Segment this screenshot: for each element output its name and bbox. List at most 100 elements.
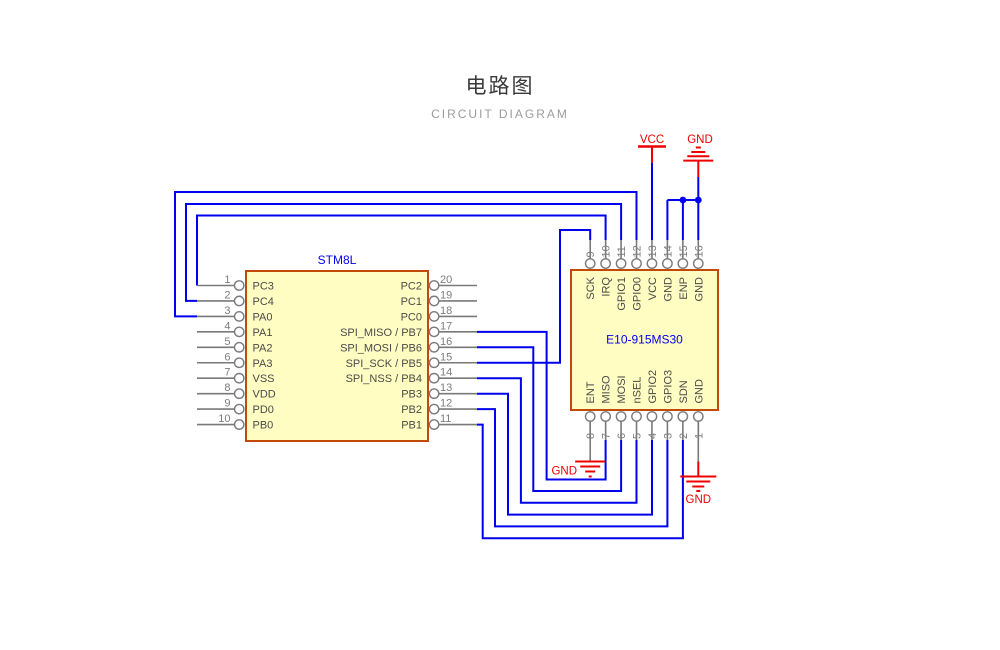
stm8l-pin-circle <box>233 326 245 338</box>
e10-pin-circle <box>631 258 642 269</box>
e10-pin-circle <box>662 258 673 269</box>
stm8l-pin-label: PA3 <box>253 358 273 370</box>
stm8l-pin-circle <box>233 280 245 291</box>
stm8l-pin-number: 20 <box>440 274 452 286</box>
stm8l-pin-circle <box>428 388 440 400</box>
stm8l-pin-number: 1 <box>224 274 230 286</box>
e10-pin-number: 11 <box>616 246 628 257</box>
wire <box>477 392 653 516</box>
stm8l-pin-label: PB2 <box>401 404 422 416</box>
wire <box>477 330 607 481</box>
e10-pin-number: 7 <box>601 433 613 439</box>
stm8l-pin-circle <box>233 403 245 415</box>
stm8l-pin-label: VSS <box>253 373 275 385</box>
stm8l-pin-label: PC4 <box>253 296 274 308</box>
stm8l-pin-circle <box>428 341 440 353</box>
stm8l-pin-circle <box>233 388 245 400</box>
e10-pin-circle <box>662 411 673 422</box>
e10-pin-label: GND <box>662 277 674 302</box>
e10-pin-circle <box>600 258 612 269</box>
stm8l-pin-label: SPI_NSS / PB4 <box>346 373 422 385</box>
e10-pin-number: 6 <box>616 433 628 439</box>
e10-pin-label: GPIO2 <box>647 370 659 404</box>
e10-pin-circle <box>646 258 658 269</box>
e10-pin-number: 5 <box>632 433 644 439</box>
stm8l-pin-number: 10 <box>218 413 230 425</box>
e10-pin-label: SDN <box>678 380 690 403</box>
e10-pin-number: 12 <box>632 245 644 257</box>
e10-pin-label: GPIO1 <box>616 277 628 311</box>
stm8l-pin-number: 2 <box>224 289 230 301</box>
e10-pin-number: 2 <box>678 433 690 439</box>
stm8l-pin-number: 19 <box>440 289 452 301</box>
e10-pin-circle <box>646 411 658 422</box>
e10-body <box>570 269 719 411</box>
stm8l-pin-number: 16 <box>440 336 452 348</box>
e10-pin-circle <box>615 411 627 422</box>
stm8l-pin-number: 11 <box>440 413 451 425</box>
stm8l-pin-label: PC1 <box>401 296 422 308</box>
stm8l-pin-circle <box>233 357 245 369</box>
stm8l-pin-label: VDD <box>253 389 276 401</box>
stm8l-pin-label: SPI_MISO / PB7 <box>340 327 422 339</box>
gnd-label-mid: GND <box>551 466 577 478</box>
e10-pin-number: 4 <box>647 433 659 439</box>
stm8l-pin-number: 7 <box>224 367 230 379</box>
e10-pin-label: ENT <box>585 381 597 403</box>
e10-pin-circle <box>677 258 689 269</box>
stm8l-pin-label: PD0 <box>253 404 274 416</box>
e10-pin-label: ENP <box>678 277 690 300</box>
e10-pin-number: 15 <box>678 245 690 257</box>
junction-dot <box>694 196 702 204</box>
e10-pin-number: 8 <box>585 433 597 439</box>
stm8l-pin-number: 6 <box>224 351 230 363</box>
e10-pin-label: GPIO0 <box>632 277 644 311</box>
stm8l-pin-label: PC3 <box>253 281 274 293</box>
wire <box>477 377 638 504</box>
e10-pin-label: MISO <box>601 375 613 404</box>
e10-pin-circle <box>692 411 704 422</box>
e10-pin-circle <box>600 411 612 422</box>
junction-dot <box>679 196 687 204</box>
stm8l-pin-number: 18 <box>440 305 452 317</box>
e10-pin-label: GND <box>693 379 705 404</box>
e10-pin-circle <box>584 258 596 269</box>
stm8l-pin-label: SPI_MOSI / PB6 <box>340 342 422 354</box>
wire <box>174 191 638 318</box>
stm8l-pin-number: 13 <box>440 382 452 394</box>
stm8l-pin-number: 15 <box>440 351 452 363</box>
wire <box>185 203 623 302</box>
stm8l-pin-circle <box>233 310 245 322</box>
e10-pin-number: 1 <box>693 433 705 439</box>
stm8l-pin-number: 5 <box>224 336 230 348</box>
e10-pin-number: 10 <box>601 245 613 257</box>
e10-pin-number: 9 <box>585 251 597 257</box>
stm8l-pin-circle <box>428 419 440 430</box>
e10-pin-label: GND <box>693 277 705 302</box>
stm8l-pin-circle <box>428 295 440 307</box>
stm8l-pin-circle <box>233 372 245 384</box>
e10-pin-circle <box>615 258 627 269</box>
stm8l-pin-circle <box>428 357 440 369</box>
stm8l-pin-number: 12 <box>440 398 452 410</box>
e10-title: E10-915MS30 <box>606 333 683 347</box>
stm8l-pin-label: PA2 <box>253 342 273 354</box>
e10-pin-label: SCK <box>585 276 597 299</box>
stm8l-pin-number: 17 <box>440 320 452 332</box>
stm8l-pin-number: 14 <box>440 367 452 379</box>
stm8l-pin-label: PA1 <box>253 327 273 339</box>
e10-pin-number: 13 <box>647 245 659 257</box>
e10-pin-label: MOSI <box>616 375 628 403</box>
e10-pin-label: VCC <box>647 277 659 300</box>
stm8l-pin-number: 4 <box>224 320 230 332</box>
stm8l-pin-label: SPI_SCK / PB5 <box>346 358 422 370</box>
stm8l-pin-label: PB3 <box>401 389 422 401</box>
stm8l-pin-label: PC0 <box>401 311 422 323</box>
stm8l-pin-circle <box>428 403 440 415</box>
e10-pin-number: 16 <box>693 245 705 257</box>
e10-pin-circle <box>631 411 642 422</box>
stm8l-pin-label: PC2 <box>401 281 422 293</box>
wire <box>477 408 669 528</box>
